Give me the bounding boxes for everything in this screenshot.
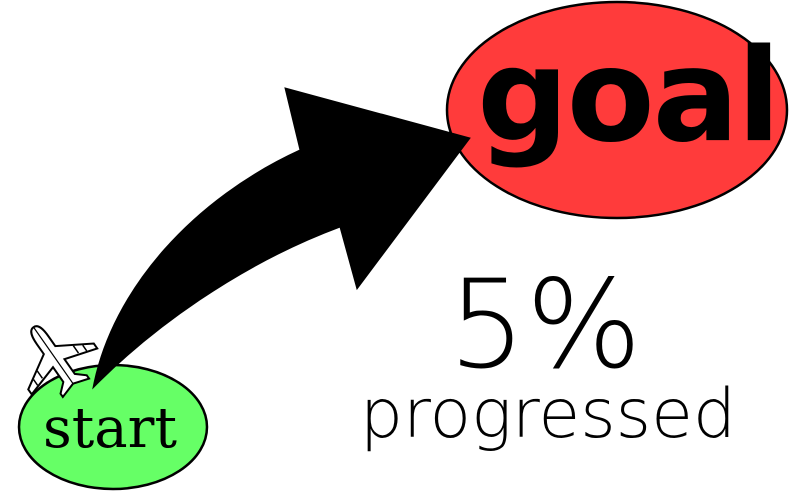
goal-label: goal bbox=[477, 22, 779, 171]
progress-arrow bbox=[92, 87, 471, 390]
progress-caption: progressed bbox=[360, 375, 736, 454]
progress-percent: 5% bbox=[448, 254, 642, 396]
airplane-icon bbox=[27, 325, 99, 399]
goal-ellipse bbox=[445, 0, 789, 220]
start-label: start bbox=[43, 396, 177, 461]
